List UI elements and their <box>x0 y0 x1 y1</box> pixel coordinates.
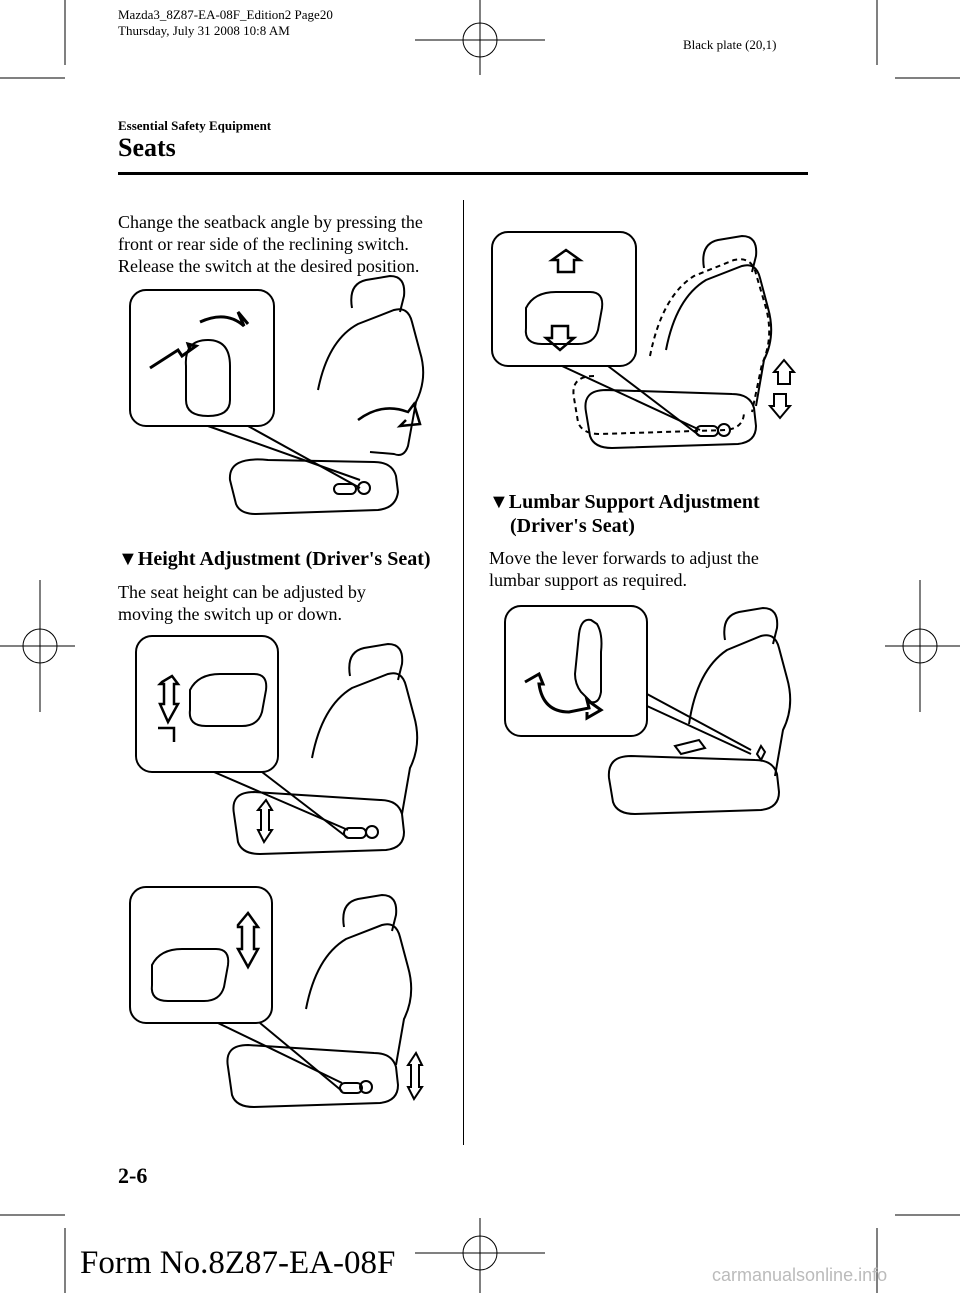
page-title: Seats <box>118 133 176 162</box>
arrow-icon <box>255 798 274 844</box>
height-illustration-1 <box>135 635 419 856</box>
height-illustration-2 <box>129 886 424 1109</box>
seat-back-raised <box>649 258 771 413</box>
arrow-icon <box>524 671 604 721</box>
registration-target-icon <box>885 580 960 712</box>
seat-back <box>317 308 425 456</box>
arrow-icon <box>357 401 422 428</box>
lumbar-heading: ▼Lumbar Support Adjustment (Driver's Sea… <box>489 490 809 538</box>
height-illustration-3 <box>491 231 797 450</box>
detail-callout-box <box>135 635 279 773</box>
recline-illustration <box>129 274 425 516</box>
seat-back <box>688 634 792 777</box>
arrow-icon <box>771 358 797 385</box>
headrest <box>723 606 779 645</box>
form-number: Form No.8Z87-EA-08F <box>80 1245 396 1281</box>
plate-label: Black plate (20,1) <box>683 37 777 52</box>
file-info-line1: Mazda3_8Z87-EA-08F_Edition2 Page20 <box>118 7 333 22</box>
height-switch <box>188 673 268 727</box>
seat-cushion <box>226 1043 400 1109</box>
page-number: 2-6 <box>118 1163 148 1188</box>
arrow-icon <box>542 324 578 352</box>
detail-callout-box <box>129 289 275 427</box>
detail-callout-box <box>129 886 273 1024</box>
arrow-icon <box>199 311 250 328</box>
arrow-icon <box>767 393 793 420</box>
height-text: The seat height can be adjusted by movin… <box>118 582 366 624</box>
detail-callout-box <box>504 605 648 737</box>
arrow-icon <box>149 341 200 370</box>
arrow-icon <box>548 248 584 274</box>
lumbar-lever <box>573 618 603 704</box>
file-info: Mazda3_8Z87-EA-08F_Edition2 Page20 Thurs… <box>118 7 333 39</box>
seat-cushion <box>584 388 758 450</box>
seat-cushion <box>607 754 781 816</box>
title-rule <box>118 172 808 175</box>
headrest <box>702 234 758 273</box>
height-heading: ▼Height Adjustment (Driver's Seat) <box>118 547 458 571</box>
seat-back <box>311 672 419 815</box>
lumbar-illustration <box>504 605 792 816</box>
arrow-icon <box>156 674 181 725</box>
heading-marker-icon: ▼ <box>118 548 138 570</box>
heading-marker-icon: ▼ <box>489 491 509 513</box>
intro-text: Change the seatback angle by pressing th… <box>118 212 423 276</box>
file-info-line2: Thursday, July 31 2008 10:8 AM <box>118 23 290 38</box>
arrow-icon <box>235 910 261 970</box>
seat-back <box>305 923 413 1066</box>
height-switch <box>524 291 604 345</box>
registration-target-icon <box>415 0 545 75</box>
watermark: carmanualsonline.info <box>712 1265 888 1285</box>
arrow-icon <box>406 1051 424 1101</box>
seat-cushion <box>228 458 400 516</box>
recline-switch <box>184 338 231 418</box>
column-divider <box>463 200 464 1145</box>
lumbar-heading-line1: Lumbar Support Adjustment <box>508 491 760 513</box>
arrow-icon <box>158 726 176 742</box>
registration-target-icon <box>415 1218 545 1293</box>
headrest <box>342 893 398 932</box>
height-switch <box>150 948 230 1002</box>
height-heading-text: Height Adjustment (Driver's Seat) <box>137 548 431 570</box>
registration-target-icon <box>0 580 75 712</box>
lumbar-heading-line2: (Driver's Seat) <box>510 515 635 537</box>
seat-cushion <box>232 790 406 856</box>
section-label: Essential Safety Equipment <box>118 118 272 133</box>
arrow-icon <box>673 738 707 756</box>
headrest <box>350 274 406 313</box>
seat-back <box>665 264 773 407</box>
lumbar-text: Move the lever forwards to adjust the lu… <box>489 548 759 590</box>
headrest <box>348 642 404 681</box>
